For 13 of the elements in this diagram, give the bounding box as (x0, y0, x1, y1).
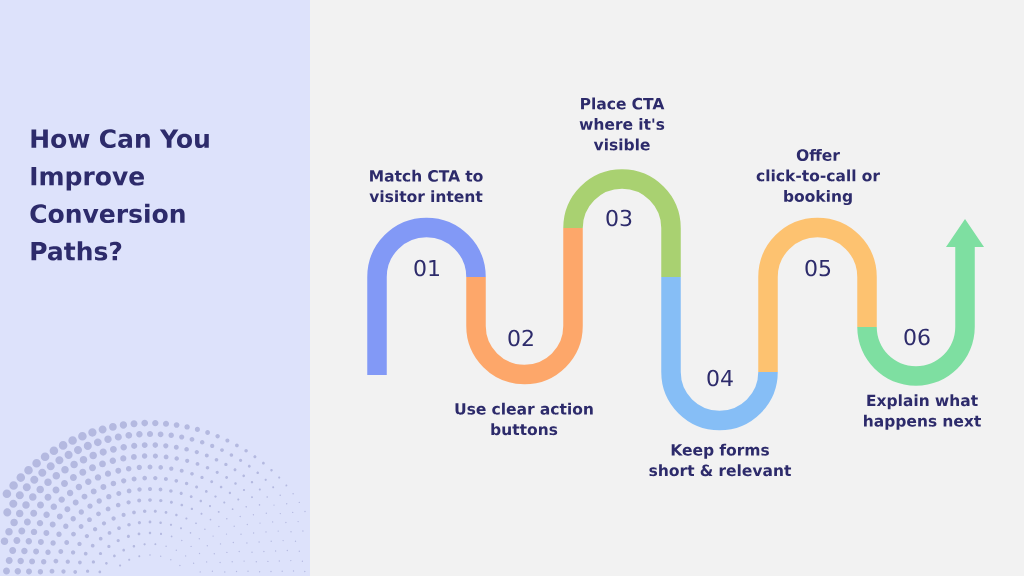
step-label: Place CTA where it's visible (579, 97, 665, 151)
ribbon-segment: 01 (367, 217, 486, 375)
ribbon-segment: 02 (466, 228, 583, 385)
step-label: Offer click-to-call or booking (756, 148, 880, 206)
step-label: Keep forms short & relevant (649, 443, 792, 477)
step-label: Explain what happens next (864, 394, 981, 430)
title: How Can You Improve Conversion Paths? (30, 129, 209, 261)
ribbon-segment: 06 (857, 219, 984, 386)
ribbon-segment: 03 (563, 169, 681, 277)
step-label: Use clear action buttons (455, 402, 593, 436)
ribbon-segment: 04 (661, 277, 778, 431)
ribbon-segment: 05 (758, 217, 877, 372)
step-label: Match CTA to visitor intent (369, 169, 483, 203)
